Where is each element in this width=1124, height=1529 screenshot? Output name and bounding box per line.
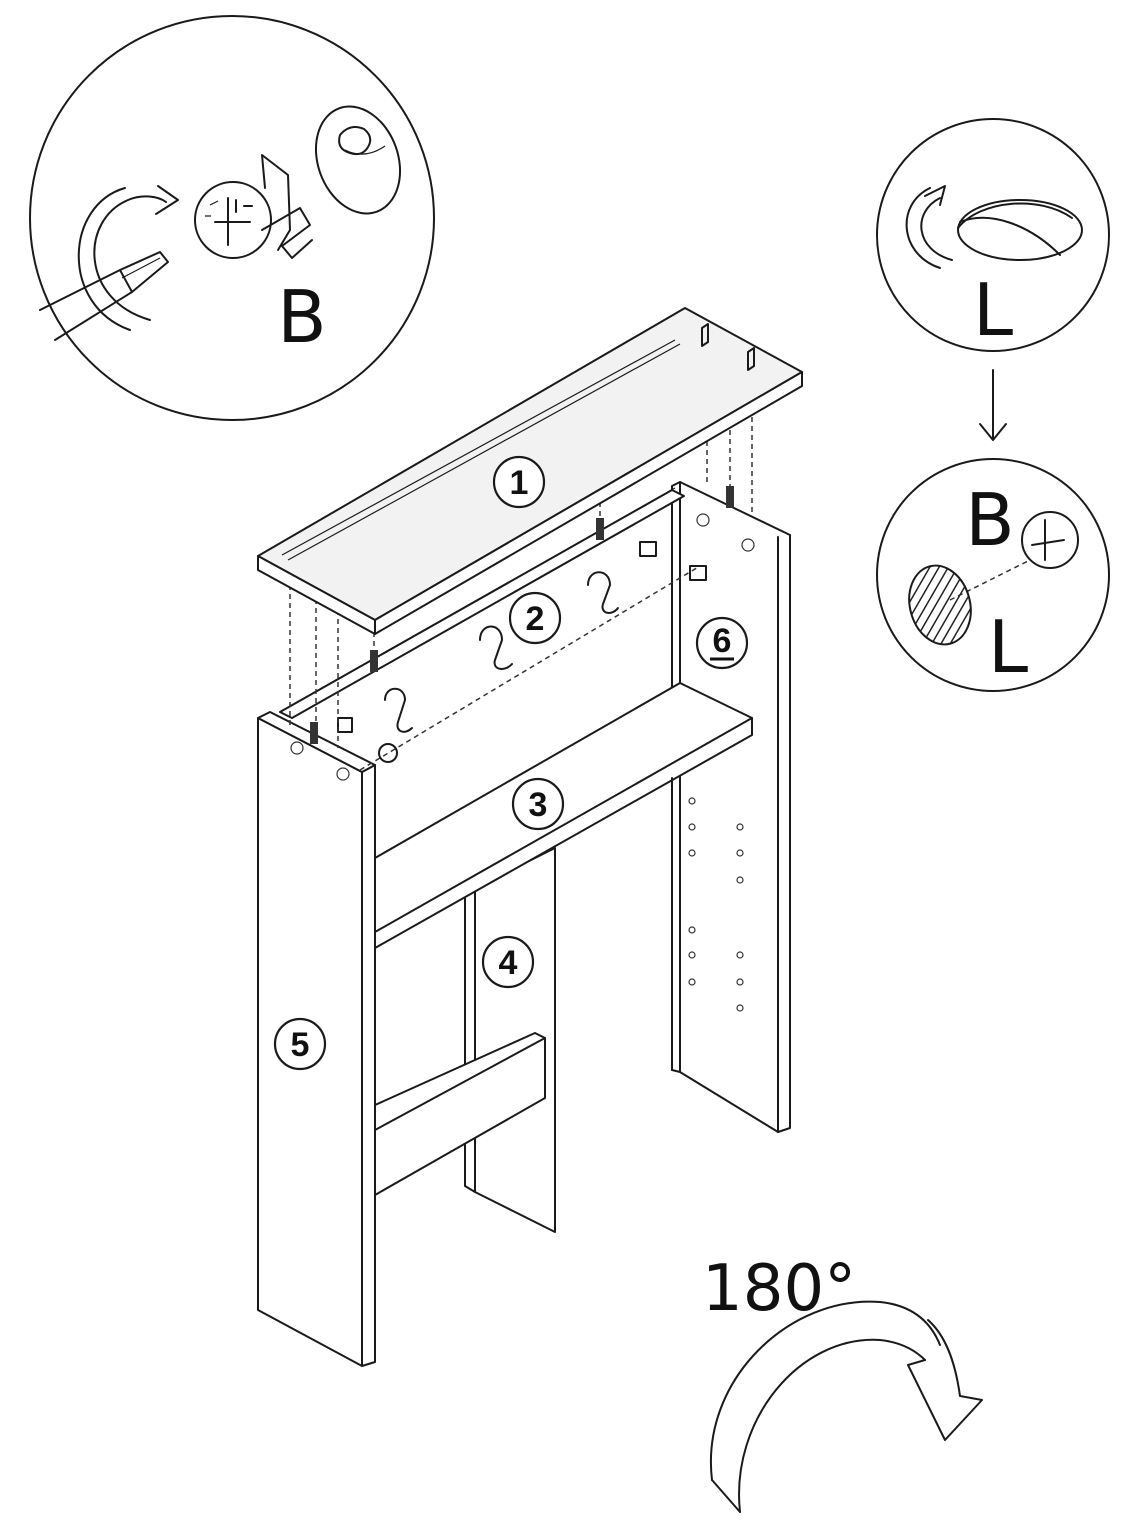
part-tag-4: 4 (481, 935, 535, 989)
svg-text:1: 1 (510, 464, 529, 502)
arrow-down-icon (979, 369, 1007, 441)
detail-cap-on-cam: B L (876, 458, 1110, 692)
svg-text:5: 5 (291, 1026, 310, 1064)
detail-label-l-bottom: L (988, 605, 1028, 689)
detail-label-b: B (277, 275, 326, 359)
dowel-inset-icon (314, 105, 402, 215)
screwdriver-icon (39, 251, 169, 341)
panel-6-holes (688, 513, 755, 1012)
rotation-label: 180° (702, 1252, 856, 1326)
hatched-cap-icon (908, 564, 972, 646)
coat-hook-icon (384, 571, 619, 733)
part-tag-1: 1 (492, 455, 546, 509)
part-tag-6: 6 (695, 616, 749, 670)
svg-text:2: 2 (526, 600, 545, 638)
cam-lock-small-icon (1021, 511, 1079, 569)
cover-cap-icon (957, 199, 1083, 261)
cam-lock-icon (194, 154, 313, 259)
svg-text:4: 4 (499, 944, 518, 982)
part-tag-5: 5 (273, 1017, 327, 1071)
detail-label-b-bottom: B (965, 478, 1014, 562)
detail-cap-peel: L (876, 118, 1110, 352)
svg-text:6: 6 (713, 622, 732, 660)
cam-fittings (310, 486, 734, 763)
detail-cam-lock-screwdriver: B (29, 15, 435, 421)
detail-label-l-top: L (973, 268, 1013, 352)
curl-arrow-icon (905, 185, 953, 269)
rotate-arrow-icon (77, 185, 179, 331)
rotation-indicator: 180° (702, 1252, 983, 1513)
part-tag-2: 2 (508, 591, 562, 645)
svg-text:3: 3 (529, 786, 548, 824)
rotate-180-arrow-icon (709, 1300, 983, 1513)
part-tag-3: 3 (511, 777, 565, 831)
